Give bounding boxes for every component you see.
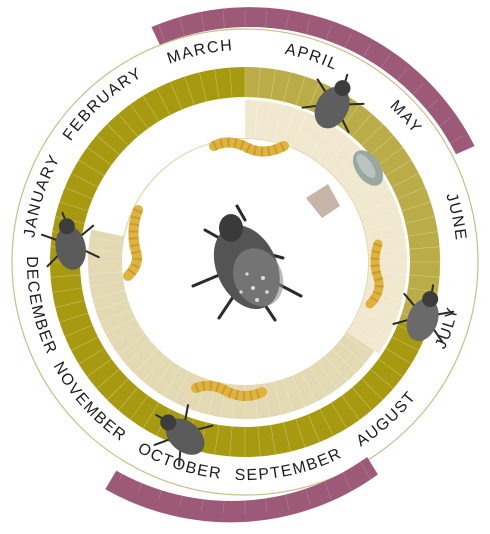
life-cycle-diagram: JANUARYFEBRUARYMARCHAPRILMAYJUNEJULYAUGU… [0, 0, 490, 534]
life-cycle-wheel: JANUARYFEBRUARYMARCHAPRILMAYJUNEJULYAUGU… [0, 0, 490, 534]
